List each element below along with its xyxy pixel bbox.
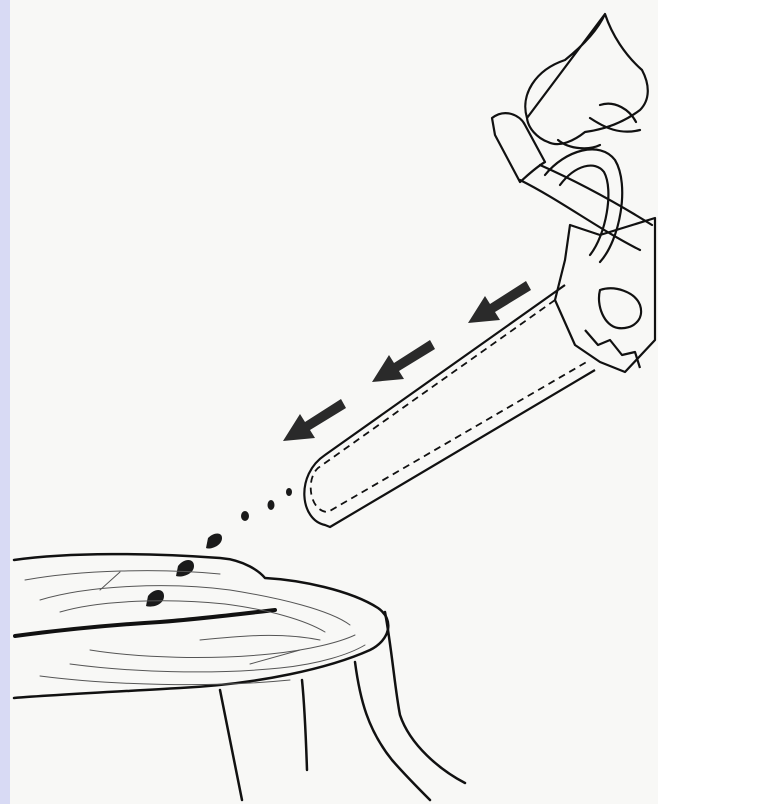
oil-drop: [146, 590, 164, 607]
guide-bar: [304, 285, 595, 527]
tree-stump: [14, 554, 465, 800]
arrow-3: [283, 399, 346, 441]
handle-guard: [492, 113, 545, 182]
oil-drop: [241, 511, 249, 521]
stump-top-outline: [14, 554, 388, 698]
stump-cut-line: [15, 610, 275, 636]
rear-handle-loop: [545, 149, 622, 262]
hand: [525, 14, 647, 144]
stump-left-side: [220, 690, 242, 800]
stump-mid-line: [302, 680, 307, 770]
oil-drop: [268, 500, 275, 510]
arrow-2: [372, 340, 435, 382]
oil-flow-arrows: [283, 281, 531, 441]
chain-dashes: [311, 300, 590, 512]
oil-drop: [286, 488, 292, 496]
engine-body: [555, 218, 655, 372]
oil-drop: [176, 560, 194, 577]
stump-root-line: [355, 662, 430, 800]
stump-right-side: [385, 612, 465, 783]
front-handle-bar: [520, 165, 652, 250]
oil-drop: [206, 534, 222, 549]
bar-outline: [304, 285, 595, 527]
